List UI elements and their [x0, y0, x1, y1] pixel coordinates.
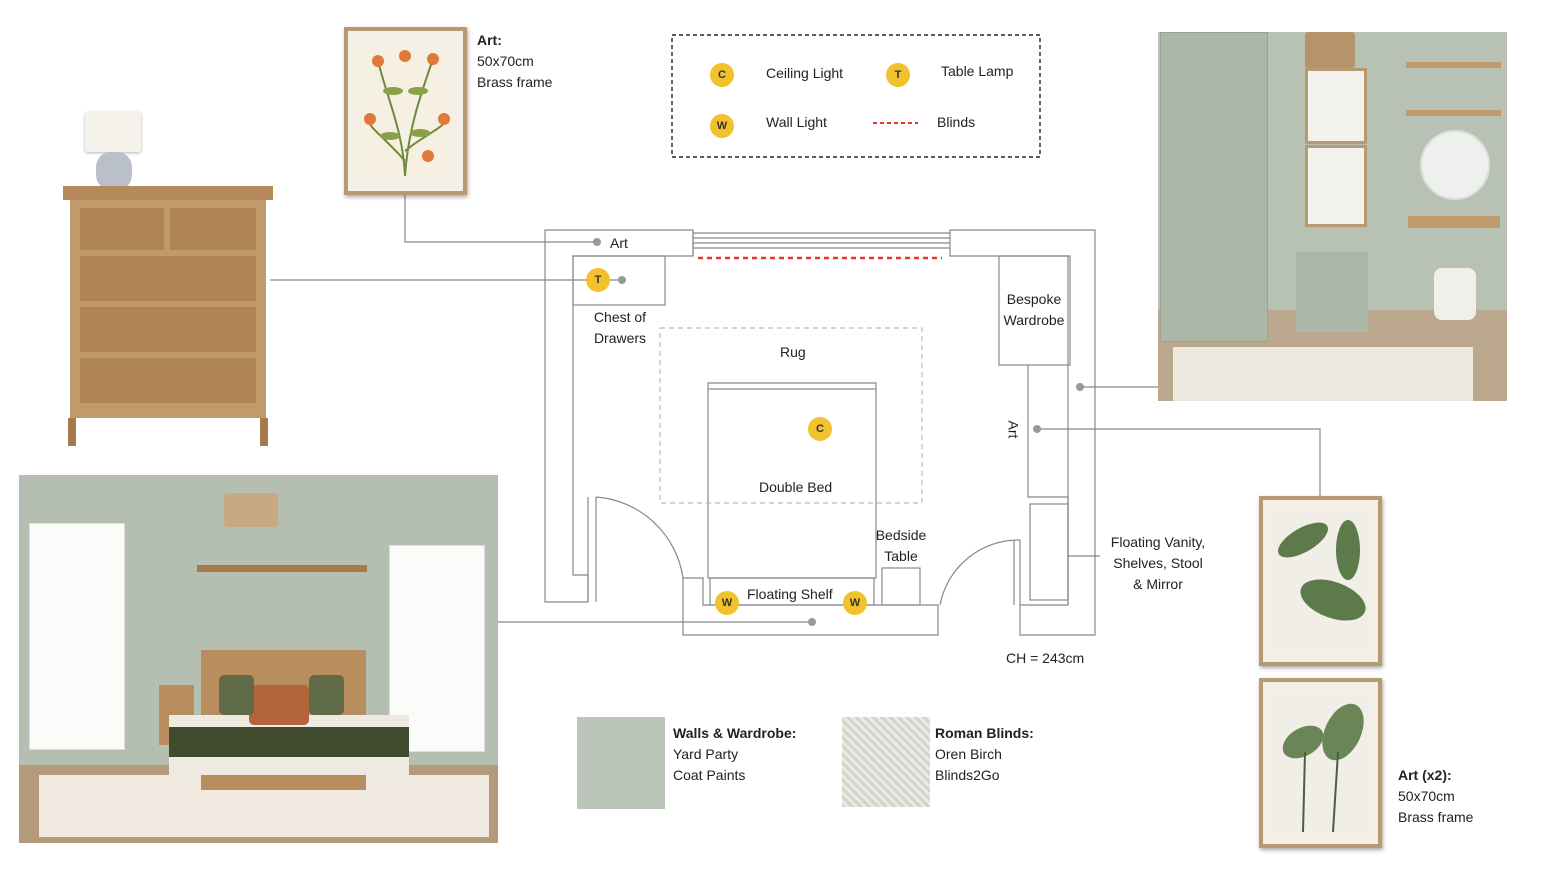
art-right-size: 50x70cm	[1398, 788, 1455, 804]
walls-color-swatch	[577, 717, 665, 809]
rug-label: Rug	[780, 344, 806, 360]
ceiling-light-icon: C	[808, 417, 832, 441]
chest-top	[63, 186, 273, 200]
wardrobe-vanity-photo	[1158, 32, 1507, 401]
legend-wall-light-icon: W	[710, 114, 734, 138]
floral-art	[364, 50, 450, 177]
bedroom-photo	[19, 475, 498, 843]
bedside-label-line1: Bedside	[875, 527, 927, 543]
art-top-title: Art:	[477, 32, 502, 48]
blinds-swatch-title: Roman Blinds:	[935, 725, 1034, 741]
plan-art-top-label: Art	[610, 235, 628, 251]
wardrobe-label-line1: Bespoke	[1006, 291, 1062, 307]
chest-label-line2: Drawers	[593, 330, 647, 346]
legend-table-lamp-icon: T	[886, 63, 910, 87]
art-print-top	[344, 27, 467, 195]
vanity-label: Floating Vanity, Shelves, Stool & Mirror	[1100, 532, 1216, 595]
legend-ceiling-light-label: Ceiling Light	[766, 65, 844, 81]
legend-blinds-label: Blinds	[937, 114, 976, 130]
ceiling-height-label: CH = 243cm	[1006, 650, 1085, 666]
wardrobe-label-line2: Wardrobe	[1003, 312, 1065, 328]
vanity-label-line2: Shelves, Stool	[1113, 555, 1203, 571]
legend-box	[671, 34, 1041, 158]
chest-of-drawers-photo	[70, 200, 266, 418]
legend-table-lamp-label: Table Lamp	[941, 63, 1014, 79]
table-lamp-icon: T	[586, 268, 610, 292]
art-right-title: Art (x2):	[1398, 767, 1452, 783]
art-top-size: 50x70cm	[477, 53, 534, 69]
plan-art-right-label: Art	[1005, 420, 1022, 439]
connector-art-right	[1037, 428, 1321, 497]
rug-outline	[659, 327, 923, 504]
vanity-label-line1: Floating Vanity,	[1110, 534, 1206, 550]
blinds-swatch-line1: Oren Birch	[935, 746, 1002, 762]
wall-light-right-icon: W	[843, 591, 867, 615]
bedside-label-line2: Table	[884, 548, 918, 564]
lamp-shade	[85, 112, 141, 152]
legend-wall-light-label: Wall Light	[766, 114, 827, 130]
art-top-frame: Brass frame	[477, 74, 553, 90]
double-bed-label: Double Bed	[759, 479, 833, 495]
blinds-swatch-line2: Blinds2Go	[935, 767, 1000, 783]
vanity-label-line3: & Mirror	[1133, 576, 1183, 592]
wall-light-left-icon: W	[715, 591, 739, 615]
chest-label-line1: Chest of	[593, 309, 647, 325]
walls-swatch-title: Walls & Wardrobe:	[673, 725, 797, 741]
art-print-right-2	[1259, 678, 1382, 848]
blinds-fabric-swatch	[842, 717, 930, 807]
walls-swatch-line2: Coat Paints	[673, 767, 746, 783]
connector-art-top	[404, 195, 597, 243]
art-print-right-1	[1259, 496, 1382, 666]
walls-swatch-line1: Yard Party	[673, 746, 739, 762]
legend-ceiling-light-icon: C	[710, 63, 734, 87]
chest-label: Chest of Drawers	[580, 307, 660, 349]
lamp-base	[96, 152, 132, 190]
floating-shelf-label: Floating Shelf	[747, 586, 833, 602]
art-right-frame: Brass frame	[1398, 809, 1474, 825]
